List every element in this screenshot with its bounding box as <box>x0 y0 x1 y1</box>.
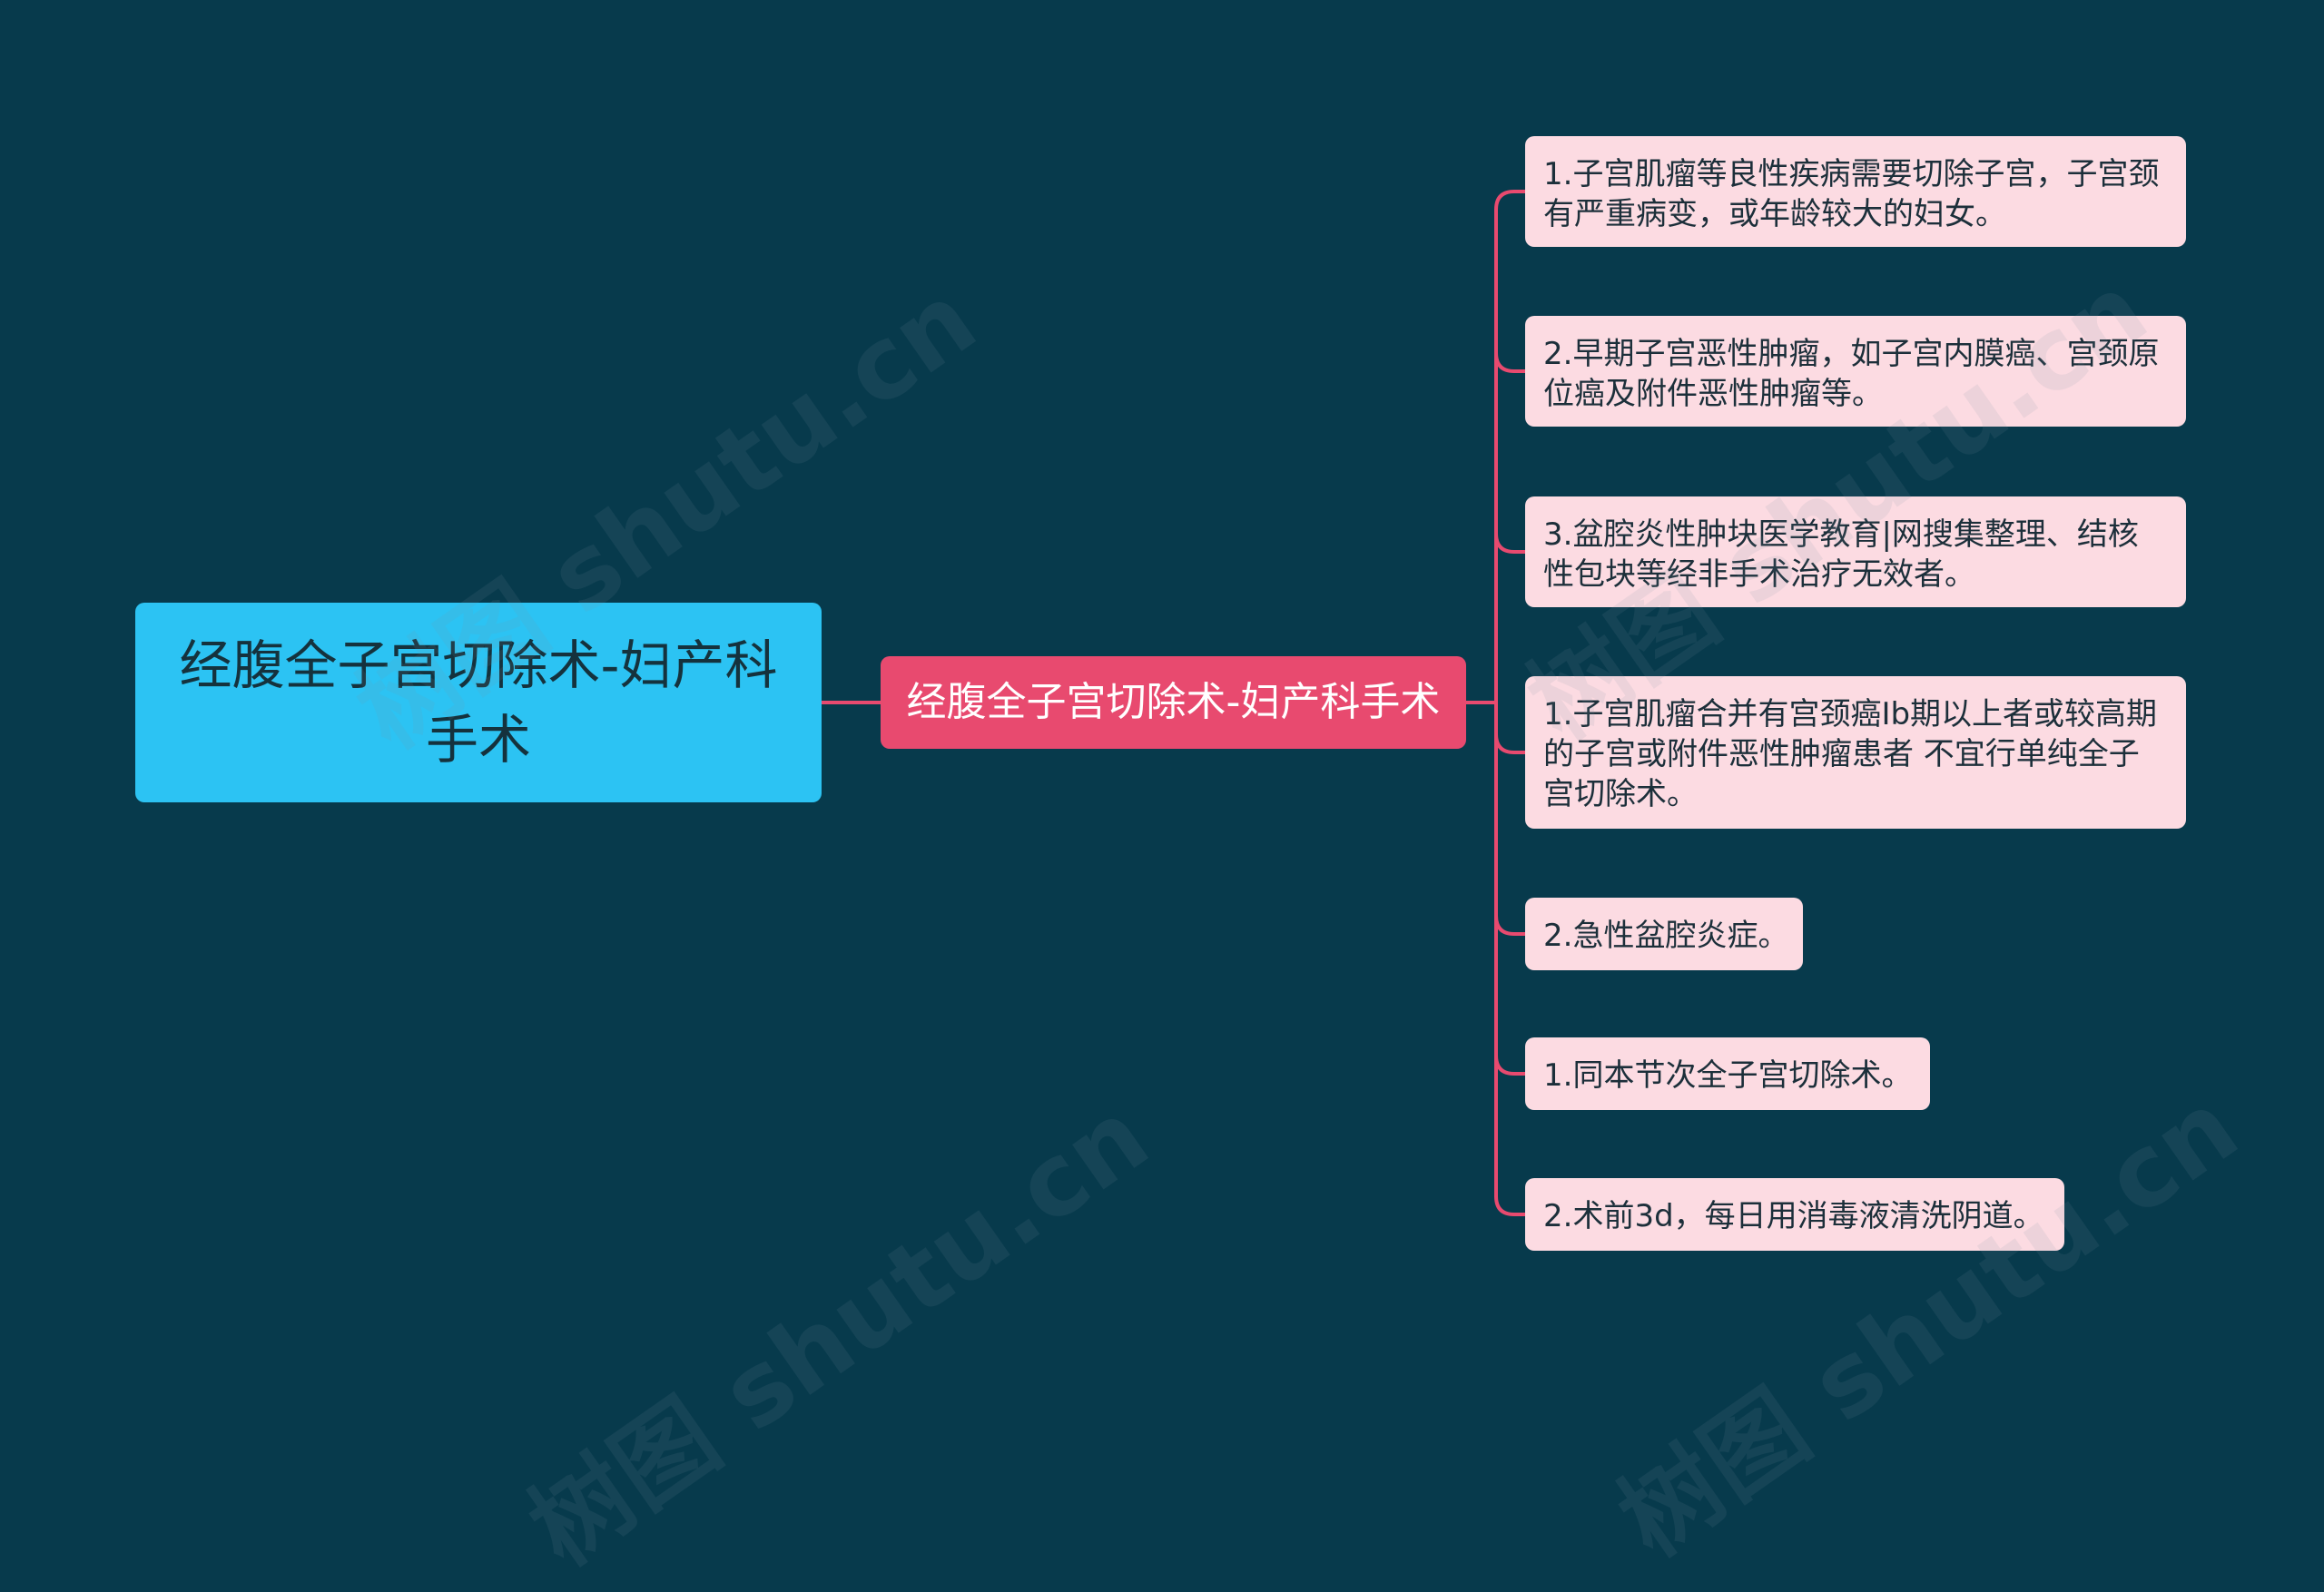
root-node[interactable]: 经腹全子宫切除术-妇产科手术 <box>135 603 822 802</box>
leaf-node[interactable]: 2.术前3d，每日用消毒液清洗阴道。 <box>1525 1178 2064 1251</box>
leaf-node-label: 1.同本节次全子宫切除术。 <box>1543 1057 1913 1094</box>
branch-line <box>1494 190 1527 211</box>
branch-line <box>1494 532 1527 554</box>
root-node-label: 经腹全子宫切除术-妇产科手术 <box>179 634 778 771</box>
leaf-node[interactable]: 1.同本节次全子宫切除术。 <box>1525 1037 1930 1110</box>
branch-line <box>1494 732 1527 754</box>
connector-lines <box>820 190 1527 1216</box>
branch-line <box>1494 1194 1527 1216</box>
leaf-node-label: 1.子宫肌瘤合并有宫颈癌Ⅰb期以上者或较高期的子宫或附件恶性肿瘤患者 不宜行单纯… <box>1543 696 2158 812</box>
leaf-node-label: 3.盆腔炎性肿块医学教育|网搜集整理、结核性包块等经非手术治疗无效者。 <box>1543 516 2139 593</box>
branch-line <box>1494 1054 1527 1076</box>
mindmap-canvas: 经腹全子宫切除术-妇产科手术 经腹全子宫切除术-妇产科手术 1.子宫肌瘤等良性疾… <box>135 136 2258 1587</box>
leaf-node[interactable]: 3.盆腔炎性肿块医学教育|网搜集整理、结核性包块等经非手术治疗无效者。 <box>1525 496 2186 607</box>
topic-node-label: 经腹全子宫切除术-妇产科手术 <box>906 679 1441 725</box>
leaf-node[interactable]: 1.子宫肌瘤合并有宫颈癌Ⅰb期以上者或较高期的子宫或附件恶性肿瘤患者 不宜行单纯… <box>1525 676 2186 829</box>
leaf-node[interactable]: 2.急性盆腔炎症。 <box>1525 898 1803 970</box>
leaf-node-label: 2.早期子宫恶性肿瘤，如子宫内膜癌、宫颈原位癌及附件恶性肿瘤等。 <box>1543 336 2160 412</box>
leaf-node-label: 1.子宫肌瘤等良性疾病需要切除子宫，子宫颈有严重病变，或年龄较大的妇女。 <box>1543 156 2160 232</box>
leaf-node-label: 2.急性盆腔炎症。 <box>1543 918 1789 954</box>
leaf-node-label: 2.术前3d，每日用消毒液清洗阴道。 <box>1543 1198 2044 1234</box>
branch-line <box>1494 914 1527 936</box>
branch-line <box>1494 351 1527 373</box>
leaf-node[interactable]: 1.子宫肌瘤等良性疾病需要切除子宫，子宫颈有严重病变，或年龄较大的妇女。 <box>1525 136 2186 247</box>
topic-node[interactable]: 经腹全子宫切除术-妇产科手术 <box>881 656 1466 749</box>
leaf-node[interactable]: 2.早期子宫恶性肿瘤，如子宫内膜癌、宫颈原位癌及附件恶性肿瘤等。 <box>1525 316 2186 427</box>
